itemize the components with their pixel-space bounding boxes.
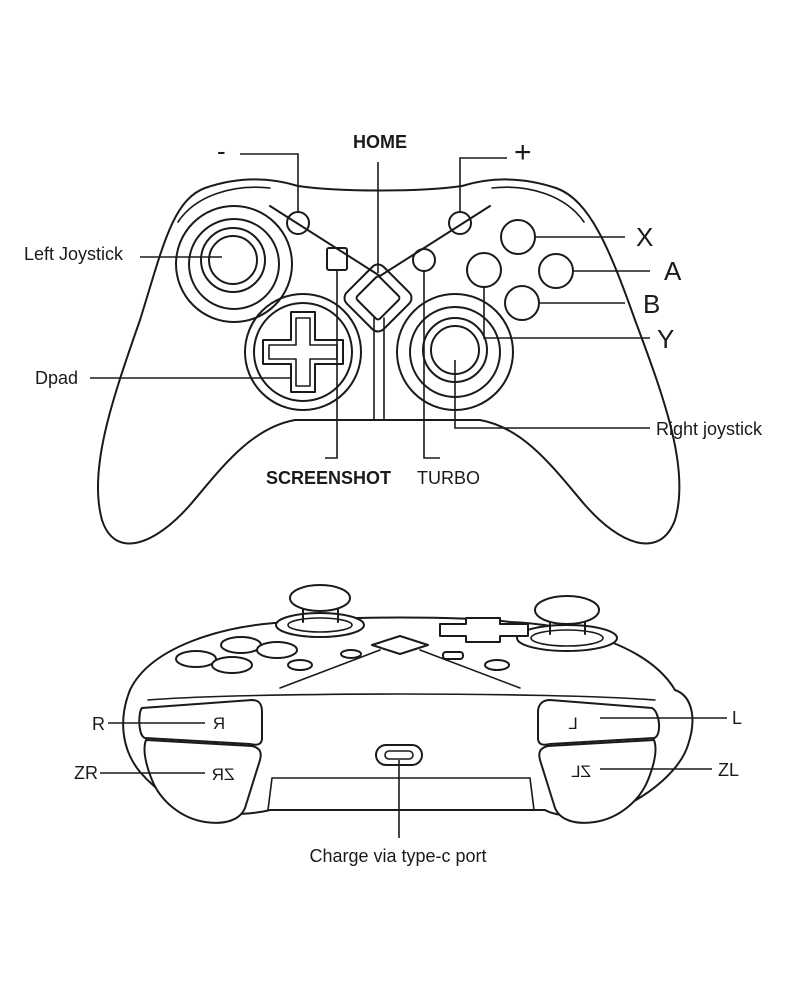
back-center-v [279,649,521,689]
back-left-stick [275,584,365,638]
zr-callout-label: ZR [74,763,98,783]
b-button[interactable] [504,285,540,321]
charge-label: Charge via type-c port [309,846,486,866]
back-dpad [439,617,529,643]
back-view: R ZR L ZL R ZR L ZL Charge via type-c po… [74,584,742,866]
turbo-label: TURBO [417,468,480,488]
back-bottom-panel [267,777,535,811]
dpad[interactable] [244,293,362,411]
front-center-stem [373,317,385,421]
front-right-shoulder [491,186,585,223]
screenshot-label: SCREENSHOT [266,468,391,488]
zr-trigger[interactable] [143,739,262,824]
a-button[interactable] [538,253,574,289]
l-callout-label: L [732,708,742,728]
back-right-stick [516,595,618,652]
x-label: X [636,222,653,252]
x-button[interactable] [500,219,536,255]
back-inner-ridge [147,693,656,701]
dpad-label: Dpad [35,368,78,388]
zr-on-button-text: ZR [212,765,235,784]
back-leader-lines [100,717,727,838]
a-label: A [664,256,682,286]
screenshot-button[interactable] [326,247,348,271]
right-joystick-label: Right joystick [656,419,763,439]
plus-label: + [514,136,532,169]
turbo-button[interactable] [412,248,436,272]
r-callout-label: R [92,714,105,734]
front-body-outline [96,178,681,545]
front-leader-lines [90,153,650,459]
back-face-buttons [175,635,510,674]
r-on-button-text: R [213,714,225,733]
plus-button[interactable] [448,211,472,235]
home-button[interactable] [341,261,415,335]
back-body-outline [122,689,694,818]
zl-callout-label: ZL [718,760,739,780]
left-joystick-label: Left Joystick [24,244,124,264]
y-label: Y [657,324,674,354]
y-button[interactable] [466,252,502,288]
front-view: - HOME + Left Joystick X A B Y Dpad Righ… [24,132,763,545]
l-bumper[interactable] [537,699,660,746]
minus-label: - [217,136,226,166]
front-left-shoulder [177,186,271,223]
zl-trigger[interactable] [538,739,657,824]
zl-on-button-text: ZL [571,762,591,781]
l-on-button-text: L [568,714,577,733]
b-label: B [643,289,660,319]
left-joystick[interactable] [175,205,293,323]
home-label: HOME [353,132,407,152]
